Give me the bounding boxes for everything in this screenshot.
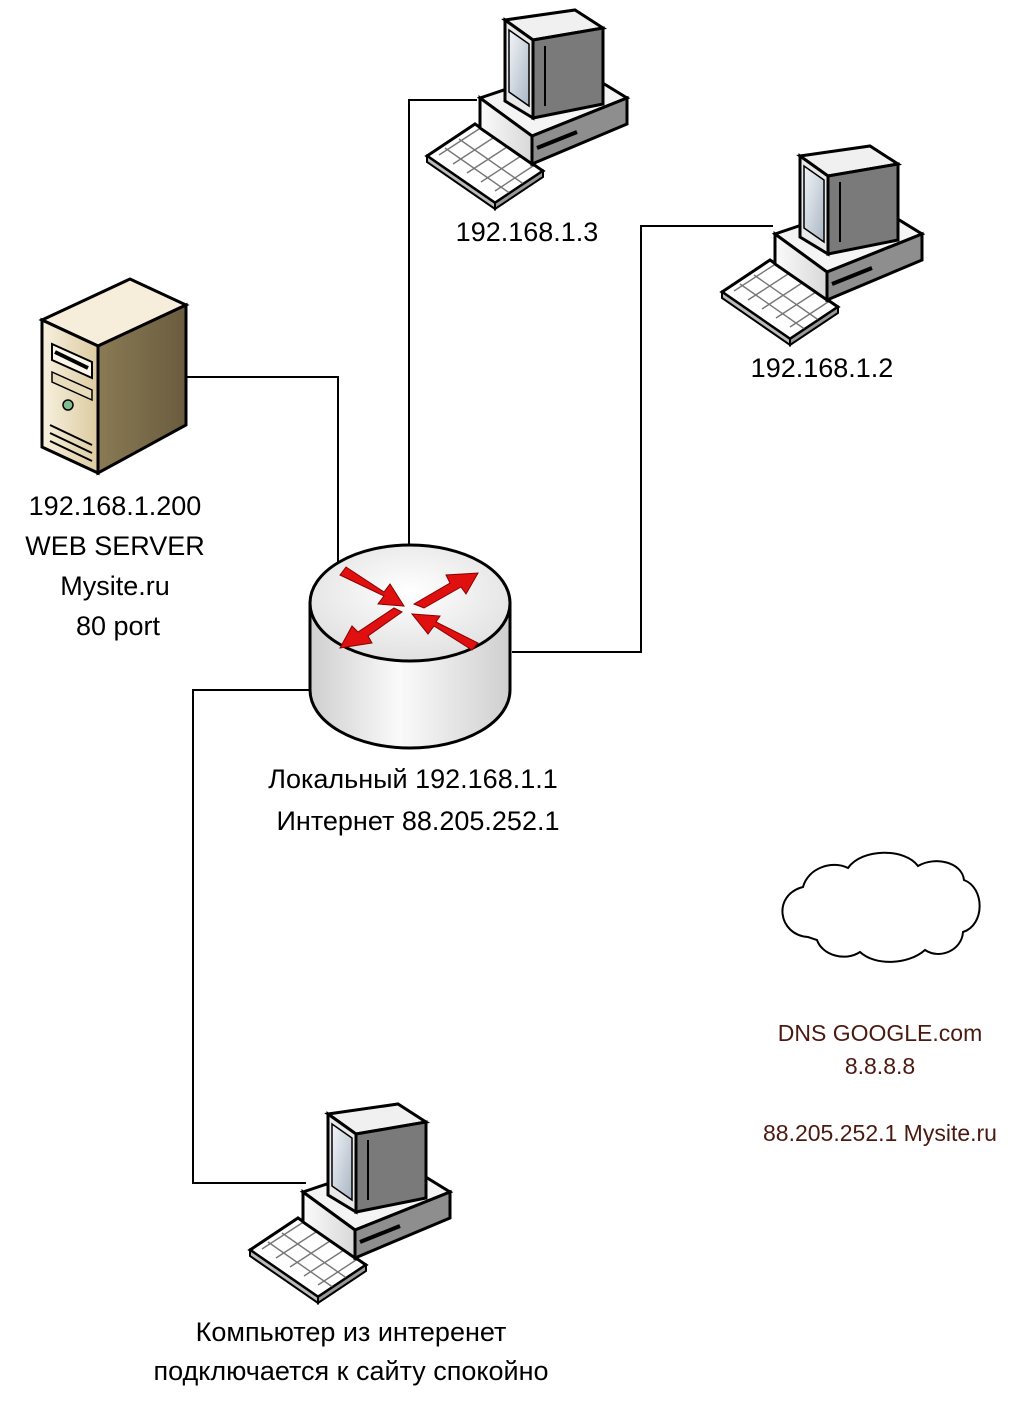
web-server-site-label: Mysite.ru: [60, 571, 170, 601]
router-local-label: Локальный 192.168.1.1: [268, 764, 558, 794]
web-server-role-label: WEB SERVER: [25, 531, 205, 561]
link-pc-right-router: [512, 225, 773, 653]
pc-internet-label-line2: подключается к сайту спокойно: [153, 1356, 548, 1386]
pc-internet-icon: [247, 1102, 454, 1305]
pc-right-ip-label: 192.168.1.2: [751, 353, 894, 383]
link-router-internet-pc: [192, 689, 312, 1184]
dns-name-label: DNS GOOGLE.com: [778, 1020, 982, 1046]
link-server-router: [186, 376, 339, 566]
cloud-icon: [781, 851, 981, 963]
web-server-port-label: 80 port: [76, 611, 161, 641]
connection-lines: [186, 99, 773, 1184]
router-icon: [308, 543, 512, 750]
dns-ip-label: 8.8.8.8: [845, 1053, 915, 1079]
router-internet-label: Интернет 88.205.252.1: [277, 806, 560, 836]
dns-record-label: 88.205.252.1 Mysite.ru: [763, 1120, 997, 1146]
pc-internet-label-line1: Компьютер из интеренет: [196, 1317, 507, 1347]
pc-top-icon: [424, 8, 631, 211]
server-tower-icon: [38, 277, 190, 476]
pc-top-ip-label: 192.168.1.3: [456, 217, 599, 247]
pc-right-icon: [719, 144, 926, 347]
web-server-ip-label: 192.168.1.200: [29, 491, 202, 521]
link-pc-top-router: [408, 99, 477, 553]
